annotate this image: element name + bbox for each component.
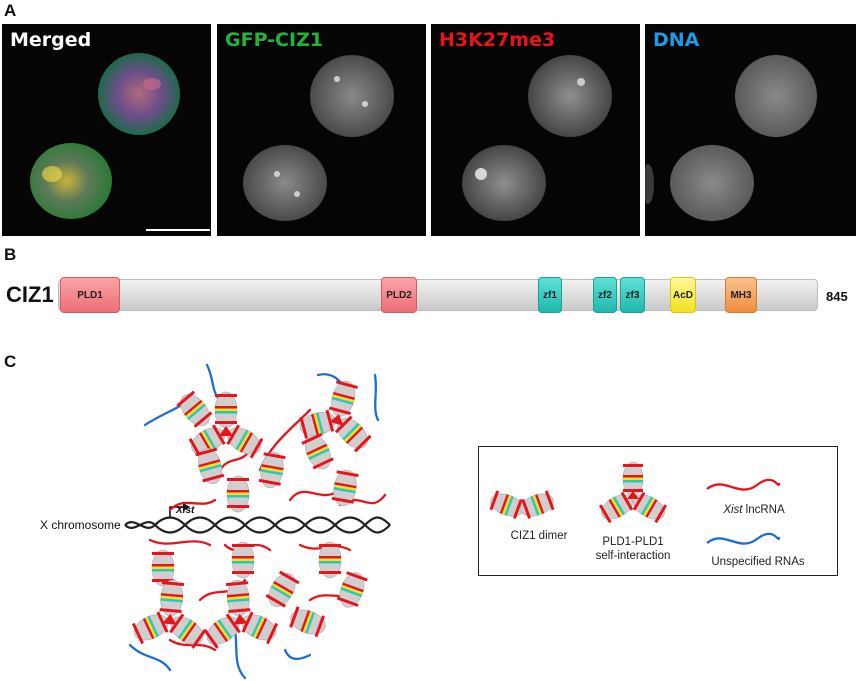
dna-label: DNA: [653, 29, 700, 51]
panel-a-letter: A: [4, 1, 17, 20]
dna-image: DNA: [645, 24, 856, 236]
x-chromosome-label: X chromosome: [40, 518, 121, 532]
merged-image: Merged: [2, 24, 211, 236]
xist-gene-label: Xist: [176, 505, 195, 516]
domain-zf2: zf2: [593, 277, 617, 313]
legend-xist-label: Xist lncRNA: [699, 503, 809, 517]
h3k27me3-label: H3K27me3: [439, 29, 556, 51]
legend-dimer-glyph: [487, 489, 557, 521]
panel-c-letter: C: [4, 352, 17, 371]
gfp-ciz1-image: GFP-CIZ1: [217, 24, 426, 236]
legend-unspecified-rna-glyph: [706, 532, 781, 545]
domain-mh3: MH3: [725, 277, 757, 313]
domain-zf1: zf1: [538, 277, 562, 313]
legend-box: CIZ1 dimer PLD1-PLD1 self-interaction Xi…: [478, 446, 838, 576]
h3k27me3-image: H3K27me3: [431, 24, 640, 236]
legend-pld-line1: PLD1-PLD1: [602, 536, 664, 548]
legend-xist-rna-glyph: [706, 478, 781, 491]
legend-dimer-label: CIZ1 dimer: [510, 530, 568, 542]
domain-pld2: PLD2: [381, 277, 417, 313]
legend-xist-italic: Xist: [723, 504, 743, 516]
legend-unspecified-label: Unspecified RNAs: [711, 556, 805, 568]
domain-zf3: zf3: [620, 277, 645, 313]
protein-length: 845: [826, 289, 848, 304]
domain-pld1: PLD1: [60, 277, 120, 313]
merged-label: Merged: [10, 29, 92, 51]
domain-acd: AcD: [670, 277, 696, 313]
protein-name: CIZ1: [6, 282, 54, 307]
panel-b-letter: B: [4, 245, 17, 264]
legend-xist-rest: lncRNA: [742, 504, 785, 516]
x-chromosome-dna: [124, 516, 391, 534]
gfp-ciz1-label: GFP-CIZ1: [225, 29, 324, 51]
protein-backbone: [58, 279, 818, 311]
legend-trimer-glyph: [596, 461, 670, 525]
legend-pld-line2: self-interaction: [595, 550, 671, 562]
